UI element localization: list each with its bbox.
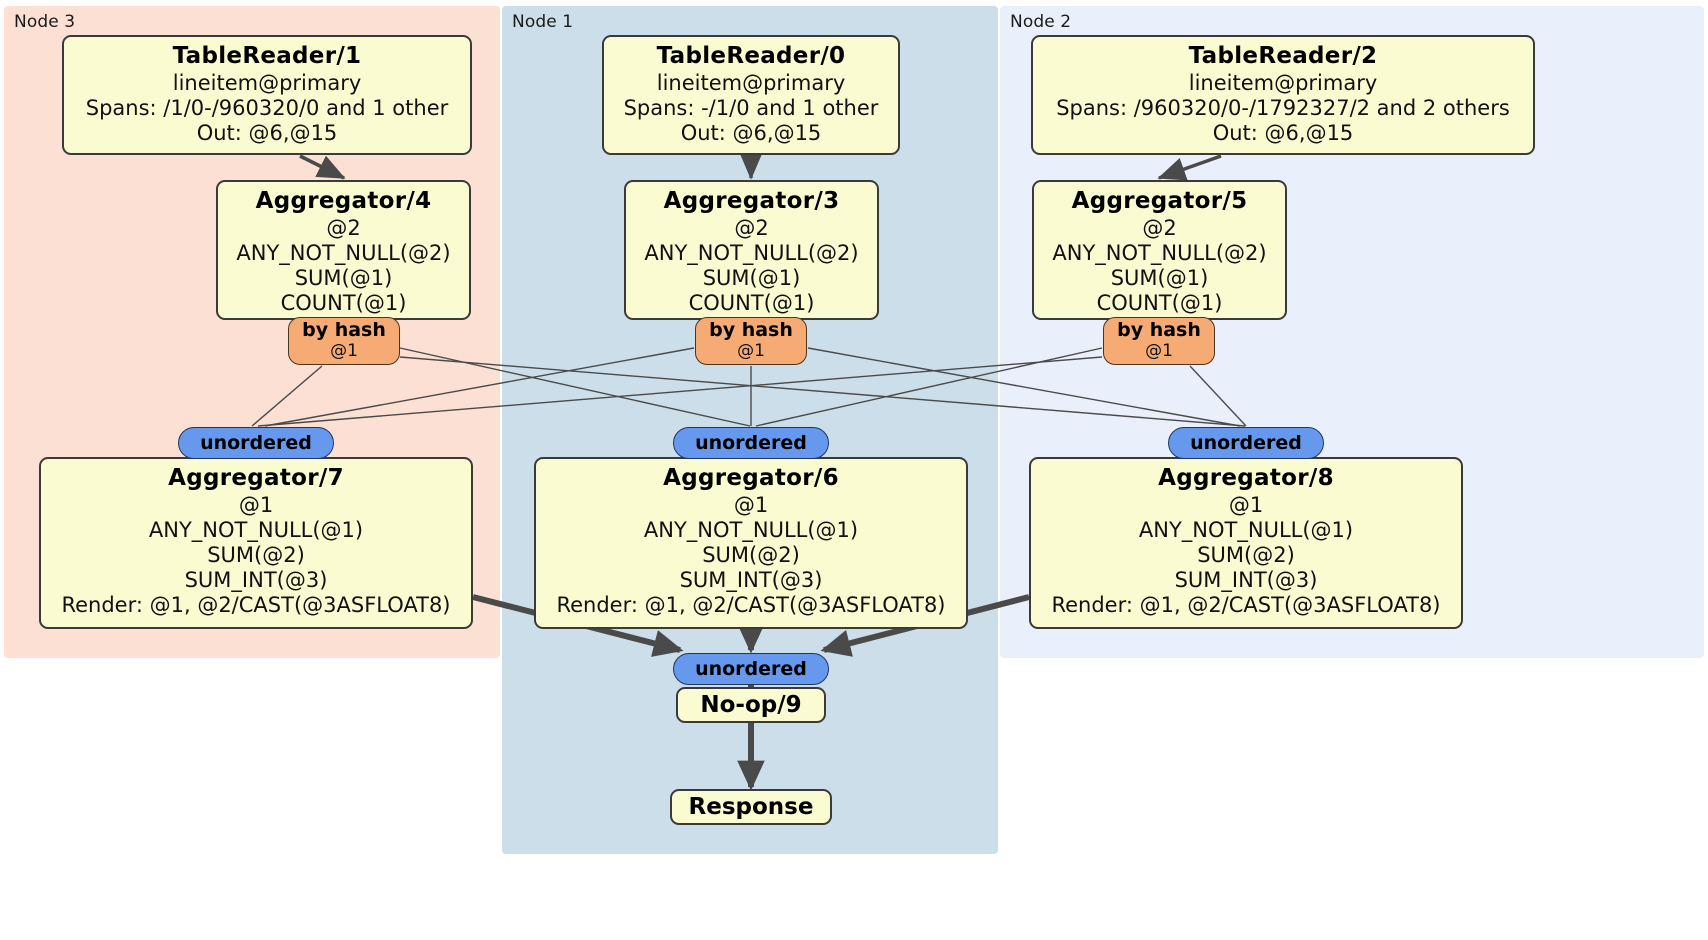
- hash-router-badge-hash4[interactable]: by hash@1: [288, 317, 400, 365]
- processor-detail-line: lineitem@primary: [172, 70, 362, 95]
- processor-detail-line: COUNT(@1): [280, 291, 407, 316]
- processor-detail-line: SUM(@1): [702, 265, 801, 290]
- processor-detail-line: Out: @6,@15: [680, 120, 822, 145]
- processor-title: Aggregator/3: [663, 188, 840, 214]
- processor-detail-line: SUM(@1): [1110, 265, 1209, 290]
- processor-detail-line: SUM_INT(@3): [679, 568, 823, 593]
- processor-title: Aggregator/8: [1158, 465, 1334, 491]
- processor-detail-line: SUM_INT(@3): [1174, 568, 1318, 593]
- processor-detail-line: SUM(@2): [1197, 542, 1295, 567]
- terminal-title: No-op/9: [700, 692, 802, 718]
- node-panel-label: Node 1: [512, 12, 574, 32]
- processor-detail-line: COUNT(@1): [1096, 291, 1223, 316]
- processor-title: TableReader/0: [656, 43, 846, 69]
- processor-detail-line: Spans: -/1/0 and 1 other: [623, 95, 879, 120]
- unordered-label: unordered: [695, 658, 807, 680]
- processor-title: TableReader/1: [172, 43, 362, 69]
- processor-detail-line: ANY_NOT_NULL(@2): [644, 240, 859, 265]
- hash-router-column: @1: [1145, 341, 1173, 362]
- processor-detail-line: COUNT(@1): [688, 291, 815, 316]
- processor-detail-line: SUM_INT(@3): [184, 568, 328, 593]
- processor-detail-line: @1: [238, 492, 274, 517]
- hash-router-badge-hash5[interactable]: by hash@1: [1103, 317, 1215, 365]
- edge-hash4-to-unordered7: [251, 365, 323, 427]
- unordered-label: unordered: [200, 432, 312, 454]
- processor-detail-line: @2: [326, 215, 361, 240]
- processor-detail-line: lineitem@primary: [656, 70, 846, 95]
- processor-detail-line: Spans: /960320/0-/1792327/2 and 2 others: [1056, 95, 1510, 120]
- processor-title: Aggregator/7: [168, 465, 344, 491]
- unordered-label: unordered: [695, 432, 807, 454]
- hash-router-badge-hash3[interactable]: by hash@1: [695, 317, 807, 365]
- processor-detail-line: ANY_NOT_NULL(@2): [236, 240, 451, 265]
- processor-detail-line: Spans: /1/0-/960320/0 and 1 other: [85, 95, 449, 120]
- processor-detail-line: Render: @1, @2/CAST(@3ASFLOAT8): [1051, 593, 1441, 618]
- processor-detail-line: ANY_NOT_NULL(@1): [1138, 517, 1354, 542]
- processor-detail-line: Render: @1, @2/CAST(@3ASFLOAT8): [61, 593, 451, 618]
- edge-tablereader2-to-aggregator5: [1157, 154, 1222, 181]
- unordered-badge-unordered7[interactable]: unordered: [178, 427, 334, 459]
- processor-detail-line: SUM(@2): [702, 542, 800, 567]
- unordered-label: unordered: [1190, 432, 1302, 454]
- processor-detail-line: @2: [734, 215, 769, 240]
- processor-detail-line: @2: [1142, 215, 1177, 240]
- edge-hash5-to-unordered6: [755, 347, 1103, 427]
- node-panel-label: Node 3: [14, 12, 76, 32]
- processor-detail-line: Out: @6,@15: [196, 120, 338, 145]
- terminal-box-response[interactable]: Response: [670, 789, 832, 825]
- edge-hash4-to-unordered6: [399, 347, 751, 427]
- unordered-badge-unordered9[interactable]: unordered: [673, 653, 829, 685]
- processor-detail-line: lineitem@primary: [1188, 70, 1378, 95]
- node-panel-label: Node 2: [1010, 12, 1072, 32]
- processor-detail-line: SUM(@2): [207, 542, 305, 567]
- hash-router-label: by hash: [302, 319, 386, 342]
- processor-detail-line: SUM(@1): [294, 265, 393, 290]
- processor-title: Aggregator/6: [663, 465, 839, 491]
- processor-detail-line: ANY_NOT_NULL(@1): [148, 517, 364, 542]
- processor-detail-line: ANY_NOT_NULL(@1): [643, 517, 859, 542]
- unordered-badge-unordered6[interactable]: unordered: [673, 427, 829, 459]
- processor-title: Aggregator/4: [255, 188, 432, 214]
- processor-detail-line: ANY_NOT_NULL(@2): [1052, 240, 1267, 265]
- edge-hash4-to-unordered8: [399, 356, 1246, 427]
- hash-router-column: @1: [330, 341, 358, 362]
- processor-detail-line: @1: [733, 492, 769, 517]
- processor-title: TableReader/2: [1188, 43, 1378, 69]
- unordered-badge-unordered8[interactable]: unordered: [1168, 427, 1324, 459]
- hash-router-column: @1: [737, 341, 765, 362]
- edge-hash3-to-unordered7: [264, 347, 695, 427]
- hash-router-label: by hash: [709, 319, 793, 342]
- processor-detail-line: Render: @1, @2/CAST(@3ASFLOAT8): [556, 593, 946, 618]
- edge-hash5-to-unordered8: [1189, 365, 1247, 427]
- terminal-box-noop9[interactable]: No-op/9: [676, 687, 826, 723]
- edge-tablereader1-to-aggregator4: [299, 154, 346, 180]
- processor-title: Aggregator/5: [1071, 188, 1248, 214]
- terminal-title: Response: [688, 794, 814, 820]
- processor-detail-line: @1: [1228, 492, 1264, 517]
- edge-hash5-to-unordered7: [257, 356, 1103, 427]
- hash-router-label: by hash: [1117, 319, 1201, 342]
- processor-detail-line: Out: @6,@15: [1212, 120, 1354, 145]
- edge-hash3-to-unordered8: [807, 347, 1241, 427]
